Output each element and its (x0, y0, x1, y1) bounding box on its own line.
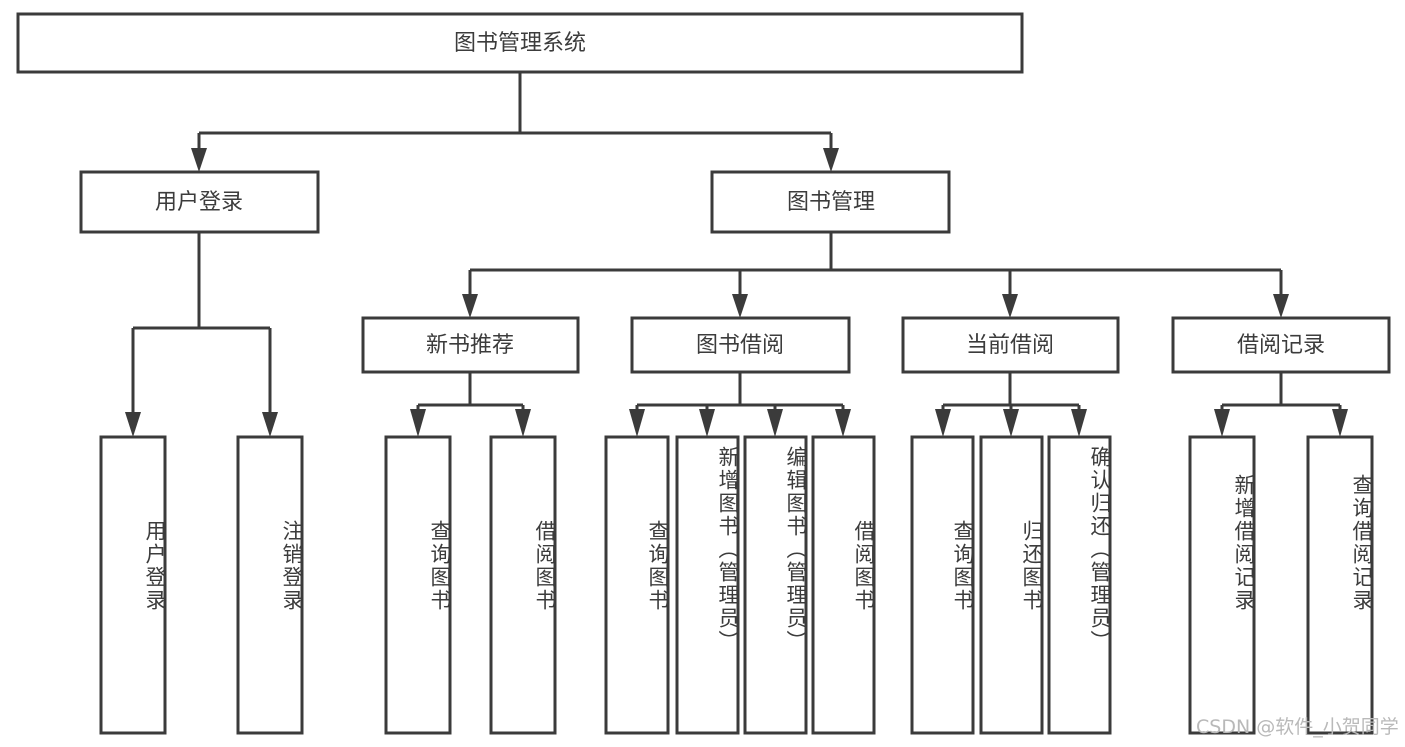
node-book-management-label: 图书管理 (787, 190, 875, 215)
node-leaf-confirm-return-box[interactable] (1047, 435, 1112, 735)
arrowhead-borrow-record (1273, 294, 1289, 318)
node-user-login-label: 用户登录 (155, 190, 243, 215)
connector-group (125, 72, 1348, 437)
node-leaf-edit-book-box[interactable] (743, 435, 808, 735)
node-current-borrow-label: 当前借阅 (966, 333, 1054, 358)
arrowhead-leaf-query-book-1 (410, 409, 426, 437)
arrowhead-user-login (191, 148, 207, 172)
arrowhead-leaf-add-record (1214, 409, 1230, 437)
arrowhead-leaf-add-book (699, 409, 715, 437)
node-leaf-add-record-box[interactable] (1188, 435, 1256, 735)
node-root-label: 图书管理系统 (454, 31, 586, 56)
node-leaf-add-book-box[interactable] (675, 435, 740, 735)
node-root-box[interactable] (16, 12, 1024, 74)
node-book-management-box[interactable] (710, 170, 951, 234)
node-book-borrow-label: 图书借阅 (696, 333, 784, 358)
arrowhead-leaf-query-book-2 (629, 409, 645, 437)
arrowhead-leaf-edit-book (767, 409, 783, 437)
arrowhead-book-borrow (732, 294, 748, 318)
node-leaf-borrow-book-2-box[interactable] (811, 435, 876, 735)
arrowhead-current-borrow (1002, 294, 1018, 318)
node-leaf-borrow-book-1-box[interactable] (489, 435, 557, 735)
arrowhead-leaf-user-login (125, 412, 141, 437)
node-leaf-query-book-2-box[interactable] (604, 435, 670, 735)
node-borrow-record-label: 借阅记录 (1237, 333, 1325, 358)
node-leaf-query-book-3-box[interactable] (910, 435, 975, 735)
arrowhead-leaf-return-book (1003, 409, 1019, 437)
node-borrow-record-box[interactable] (1171, 316, 1391, 374)
node-leaf-query-book-1-box[interactable] (384, 435, 452, 735)
arrowhead-leaf-logout-login (262, 412, 278, 437)
arrowhead-leaf-query-book-3 (935, 409, 951, 437)
arrowhead-new-book-recommend (462, 294, 478, 318)
node-book-borrow-box[interactable] (630, 316, 851, 374)
arrowhead-leaf-borrow-book-2 (835, 409, 851, 437)
arrowhead-leaf-query-record (1332, 409, 1348, 437)
node-leaf-query-record-box[interactable] (1306, 435, 1374, 735)
arrowhead-leaf-borrow-book-1 (515, 409, 531, 437)
node-leaf-user-login-box[interactable] (99, 435, 167, 735)
node-leaf-logout-login-box[interactable] (236, 435, 304, 735)
node-leaf-return-book-box[interactable] (979, 435, 1044, 735)
arrowhead-book-management (823, 148, 839, 172)
node-user-login-box[interactable] (79, 170, 320, 234)
node-current-borrow-box[interactable] (901, 316, 1120, 374)
watermark-text: CSDN @软件_小贺同学 (1196, 716, 1399, 738)
node-new-book-recommend-label: 新书推荐 (426, 333, 514, 358)
node-new-book-recommend-box[interactable] (361, 316, 580, 374)
arrowhead-leaf-confirm-return (1071, 409, 1087, 437)
